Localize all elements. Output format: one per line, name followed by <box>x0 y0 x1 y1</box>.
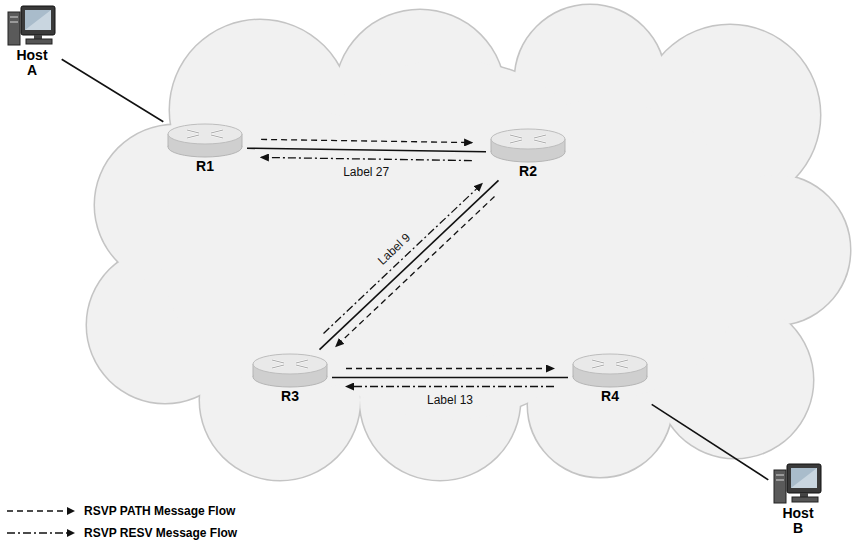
legend-text: RSVP RESV Message Flow <box>84 526 237 540</box>
router: R2 <box>488 126 568 179</box>
host-computer: Host B <box>770 462 826 536</box>
router-name: R1 <box>196 159 214 174</box>
legend-line-sample <box>6 528 76 538</box>
network-link <box>652 404 769 479</box>
network-link <box>332 377 568 379</box>
resv-message-arrow <box>324 184 483 334</box>
host-icon <box>772 462 824 506</box>
router-icon <box>488 126 568 164</box>
router: R1 <box>165 121 245 174</box>
label-value: Label 9 <box>373 228 416 269</box>
legend-line-sample <box>6 506 76 516</box>
resv-message-arrow <box>346 386 554 387</box>
host-icon <box>6 4 58 48</box>
network-link <box>320 180 499 349</box>
path-message-arrow <box>261 139 472 142</box>
host-computer: Host A <box>4 4 60 78</box>
legend-arrowhead <box>67 529 75 537</box>
resv-message-arrow <box>261 157 472 160</box>
path-message-arrow <box>336 197 495 347</box>
router-icon <box>165 121 245 159</box>
router-icon <box>250 351 330 389</box>
legend-text: RSVP PATH Message Flow <box>84 504 235 518</box>
label-value: Label 13 <box>424 393 476 407</box>
legend-line <box>7 532 68 533</box>
legend-row: RSVP PATH Message Flow <box>6 500 237 522</box>
host-name: Host A <box>10 48 54 78</box>
network-link <box>247 148 486 152</box>
legend-arrowhead <box>67 507 75 515</box>
legend: RSVP PATH Message FlowRSVP RESV Message … <box>6 500 237 544</box>
router: R3 <box>250 351 330 404</box>
router-icon <box>570 351 650 389</box>
legend-line <box>7 510 68 511</box>
router-name: R2 <box>519 164 537 179</box>
router: R4 <box>570 351 650 404</box>
host-name: Host B <box>776 506 820 536</box>
router-name: R4 <box>601 389 619 404</box>
label-value: Label 27 <box>340 165 392 179</box>
router-name: R3 <box>281 389 299 404</box>
network-link <box>62 59 164 122</box>
legend-row: RSVP RESV Message Flow <box>6 522 237 544</box>
path-message-arrow <box>346 368 554 369</box>
